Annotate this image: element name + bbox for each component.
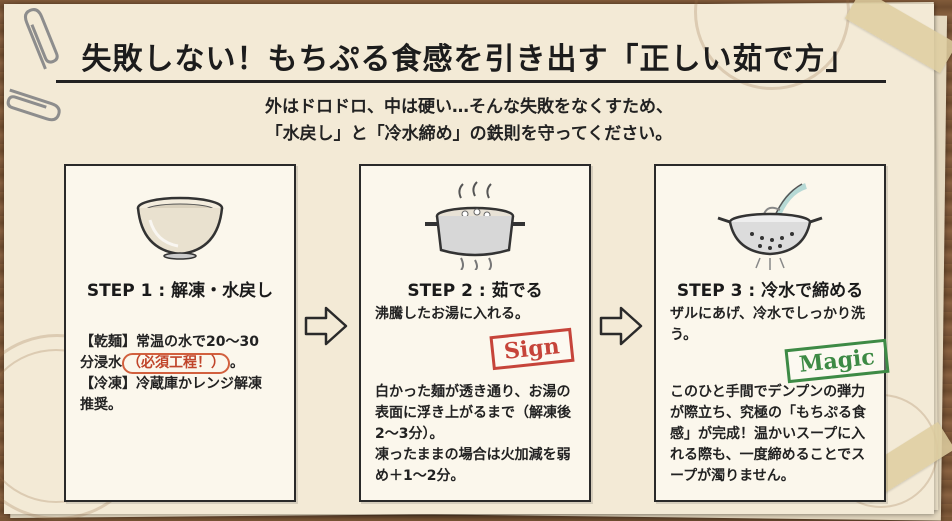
arrow-right-icon — [304, 306, 348, 346]
step-intro: 沸騰したお湯に入れる。 — [375, 306, 529, 322]
arrow-right-icon — [599, 306, 643, 346]
bowl-icon — [136, 196, 224, 260]
step-text: 。 — [230, 355, 244, 371]
step-title: STEP 3 : 冷水で締める — [676, 281, 864, 301]
paperclip-icon — [6, 88, 61, 122]
title-underline — [56, 80, 886, 83]
step-text: 推奨。 — [80, 397, 122, 413]
step-intro: ザルにあげ、冷水でしっかり洗う。 — [670, 306, 866, 343]
subtitle: 外はドロドロ、中は硬い…そんな失敗をなくすため、 「水戻し」と「冷水締め」の鉄則… — [4, 94, 934, 148]
step-card-1: STEP 1 : 解凍・水戻し 【乾麺】常温の水で20〜30 分浸水（必須工程！… — [64, 164, 296, 502]
step-card-3: STEP 3 : 冷水で締める ザルにあげ、冷水でしっかり洗う。 Magic こ… — [654, 164, 890, 502]
step-text: 凍ったままの場合は火加減を弱め＋1〜2分。 — [375, 447, 571, 484]
step-text: 分浸水 — [80, 355, 122, 371]
step-body: このひと手間でデンプンの弾力が際立ち、究極の「もちぷる食感」が完成！温かいスープ… — [670, 384, 866, 484]
subtitle-line: 外はドロドロ、中は硬い…そんな失敗をなくすため、 — [265, 97, 673, 117]
step-title: STEP 2 : 茹でる — [407, 281, 543, 301]
step-body: 白かった麺が透き通り、お湯の表面に浮き上がるまで（解凍後2〜3分）。 凍ったまま… — [375, 382, 579, 487]
step-body: 【乾麺】常温の水で20〜30 分浸水（必須工程！）。 【冷凍】冷蔵庫かレンジ解凍… — [80, 332, 284, 416]
subtitle-line: 「水戻し」と「冷水締め」の鉄則を守ってください。 — [265, 124, 673, 144]
page-title: 失敗しない！もちぷる食感を引き出す「正しい茹で方」 — [81, 42, 857, 77]
colander-icon — [717, 183, 823, 270]
step-text: 白かった麺が透き通り、お湯の表面に浮き上がるまで（解凍後2〜3分）。 — [375, 384, 571, 442]
required-step-highlight: （必須工程！） — [122, 353, 230, 374]
sign-stamp: Sign — [489, 327, 575, 371]
step-text: 分浸水（必須工程！）。 — [80, 353, 284, 374]
boiling-pot-icon — [425, 181, 525, 270]
step-text: 【冷凍】冷蔵庫かレンジ解凍 — [80, 376, 262, 392]
step-card-2: STEP 2 : 茹でる 沸騰したお湯に入れる。 Sign 白かった麺が透き通り… — [359, 164, 591, 502]
step-text: 【乾麺】常温の水で20〜30 — [80, 334, 259, 350]
paperclip-icon — [23, 8, 59, 70]
step-title: STEP 1 : 解凍・水戻し — [86, 281, 274, 301]
